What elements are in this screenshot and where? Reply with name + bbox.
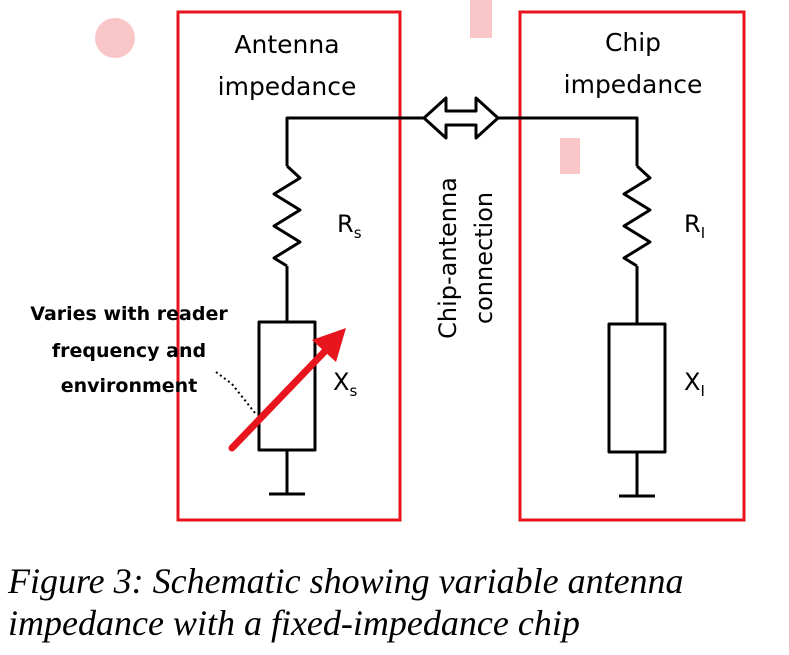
antenna-box-title-line2: impedance — [218, 72, 357, 101]
chip-circuit — [498, 116, 667, 498]
chip-box-title-line2: impedance — [564, 70, 703, 99]
connection-label-line2: connection — [470, 192, 498, 324]
chip-resistor-label: RI — [684, 210, 705, 242]
antenna-reactance-label: Xs — [333, 368, 357, 400]
caption-line1: Figure 3: Schematic showing variable ant… — [8, 561, 684, 601]
antenna-resistor-rs — [272, 164, 302, 268]
antenna-circuit — [257, 116, 430, 496]
annotation-line2: frequency and — [52, 340, 206, 362]
annotation-line3: environment — [61, 375, 198, 397]
antenna-box-title-line1: Antenna — [234, 30, 339, 59]
antenna-impedance-box — [176, 10, 402, 522]
watermark — [95, 0, 580, 174]
variable-reactance-arrow — [228, 328, 346, 452]
chip-resistor-ri — [622, 164, 652, 268]
antenna-top-wire — [285, 116, 430, 166]
chip-box-title-line1: Chip — [605, 28, 661, 57]
chip-reactance-xi — [607, 322, 667, 454]
chip-reactance-label: XI — [684, 368, 705, 400]
connection-double-arrow — [422, 96, 500, 140]
figure-caption: Figure 3: Schematic showing variable ant… — [8, 560, 788, 644]
antenna-resistor-label: Rs — [337, 210, 362, 242]
chip-top-wire — [498, 116, 639, 166]
connection-label-line1: Chip-antenna — [434, 177, 462, 339]
annotation-line1: Varies with reader — [30, 303, 228, 325]
annotation-leader-line — [215, 371, 256, 414]
caption-line2: impedance with a fixed-impedance chip — [8, 603, 580, 643]
chip-impedance-box — [518, 10, 746, 522]
